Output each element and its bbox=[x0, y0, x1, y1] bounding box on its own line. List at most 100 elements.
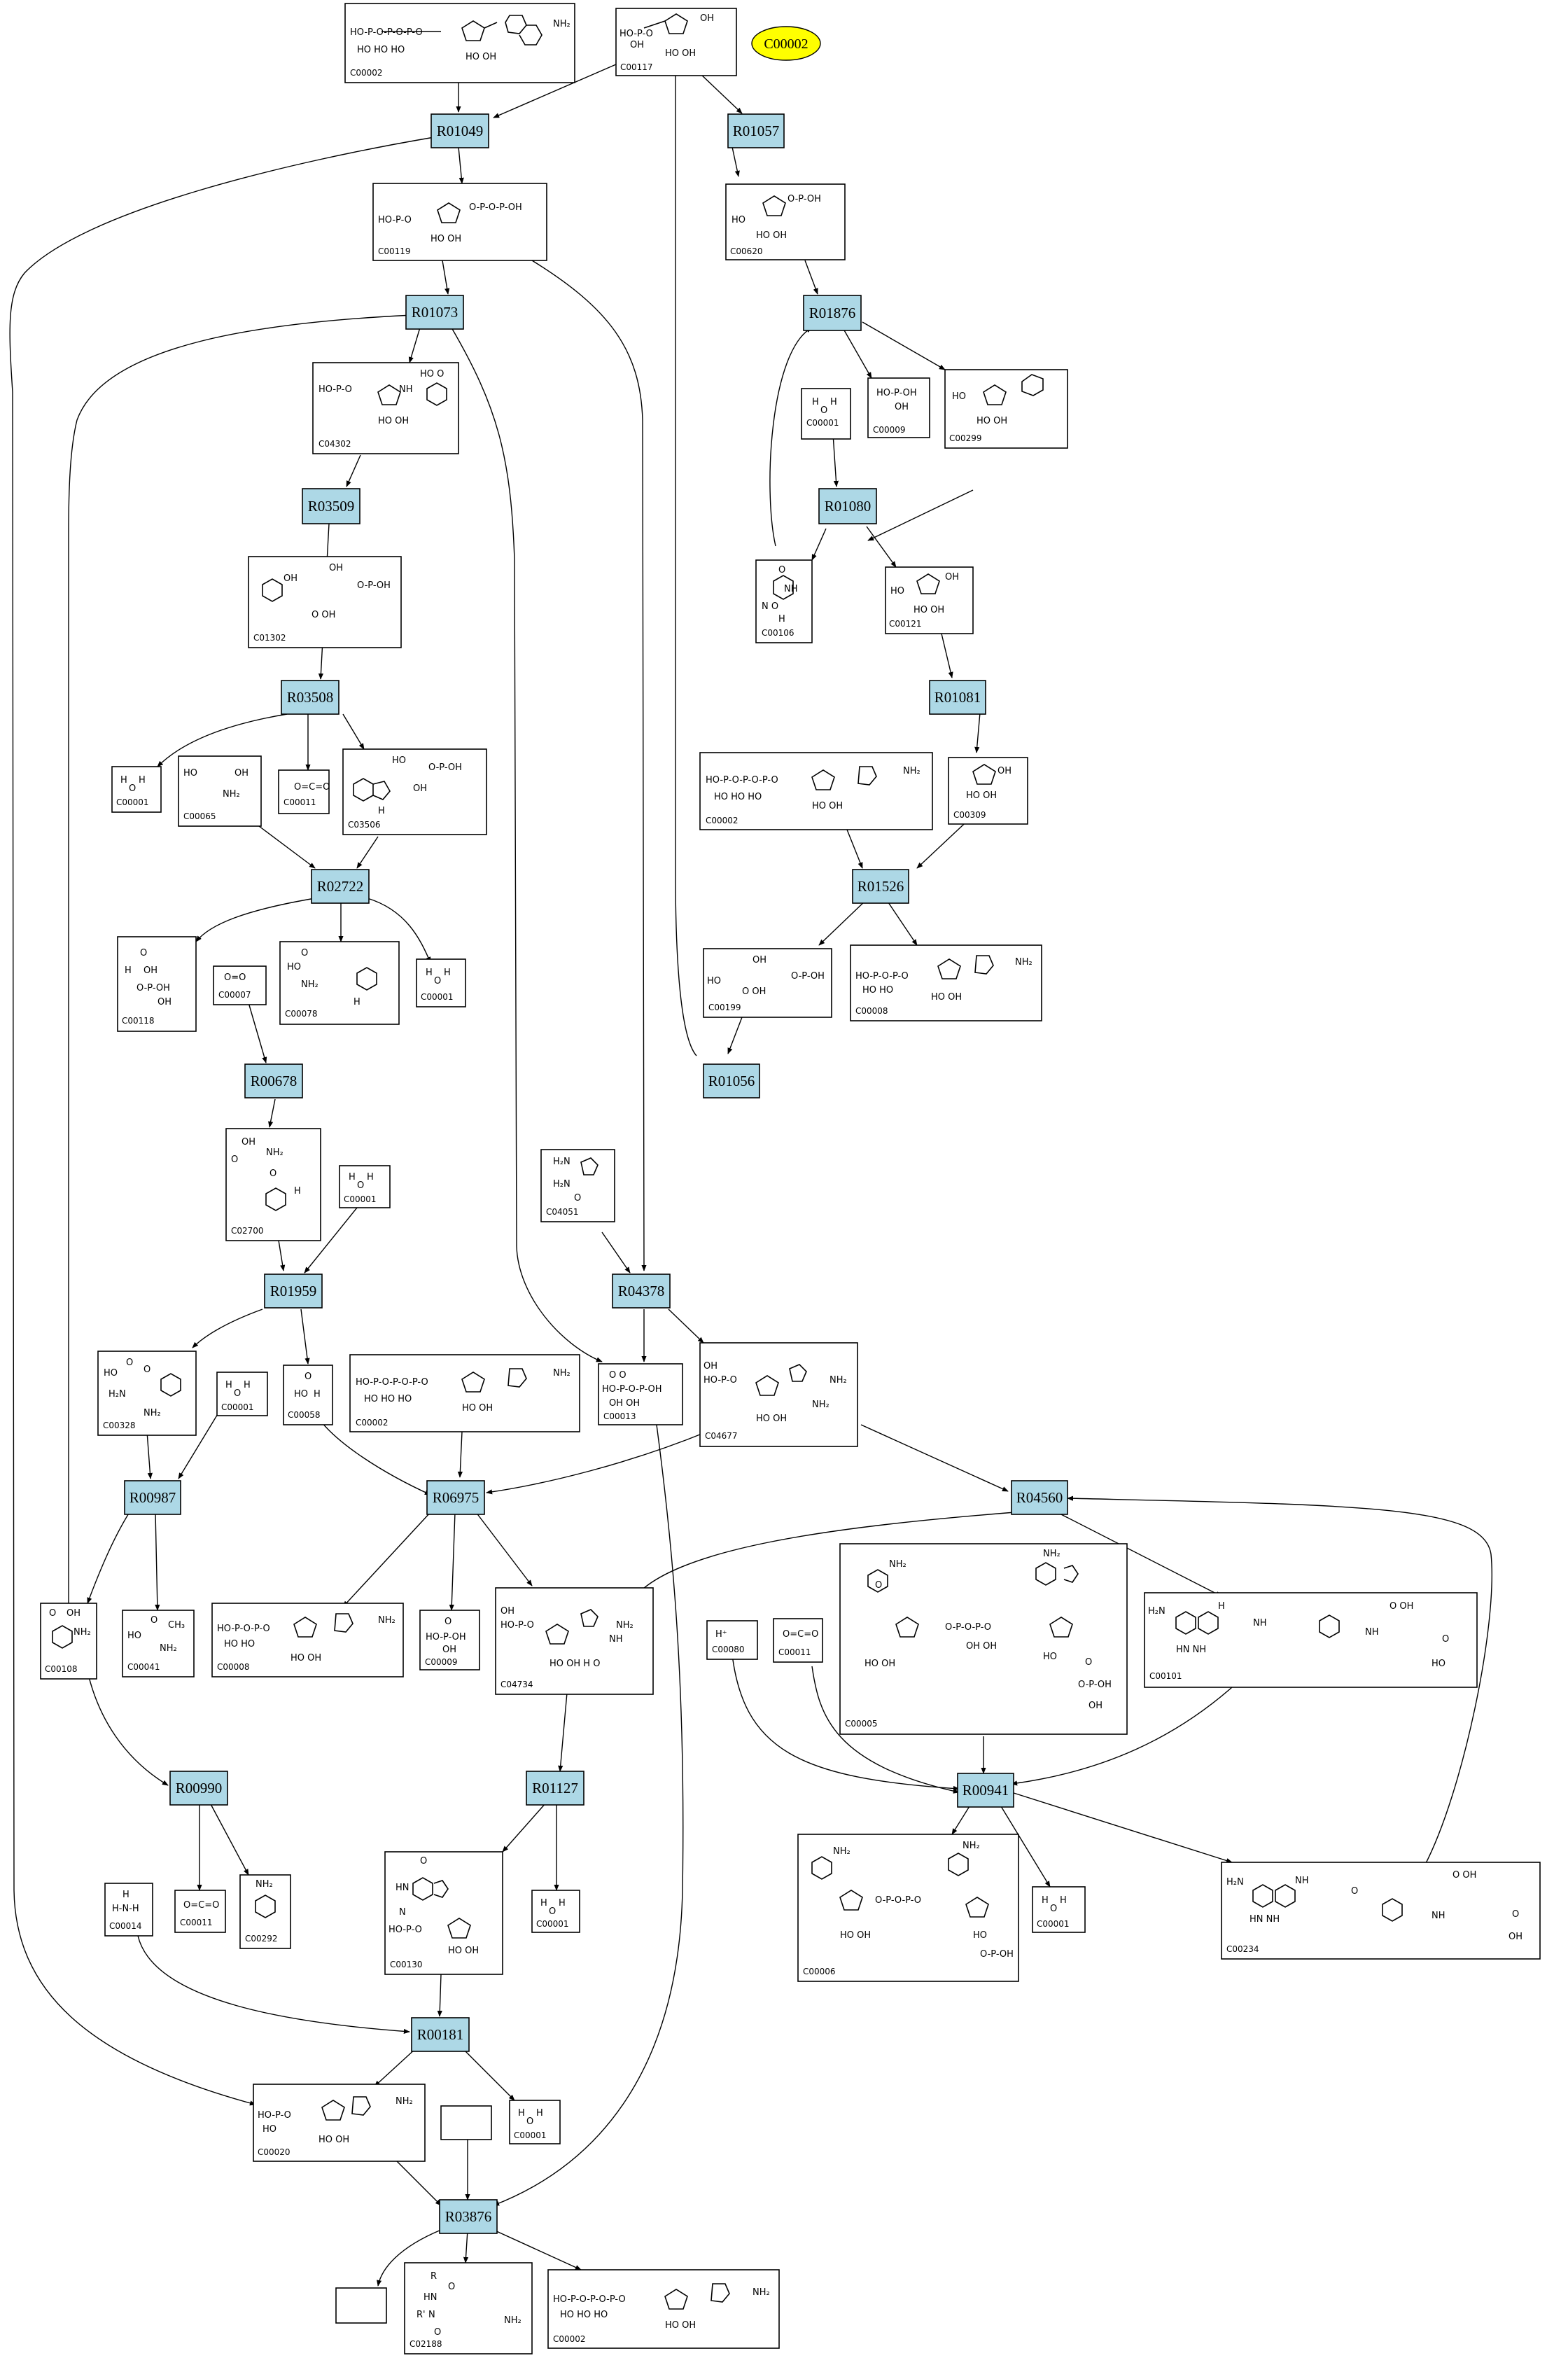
edge bbox=[342, 1512, 431, 1607]
compound-c-nh3[interactable]: HH-N-H C00014 bbox=[104, 1883, 153, 1937]
compound-id: C00002 bbox=[706, 816, 738, 825]
compound-c-h2o-b[interactable]: HOH C00001 bbox=[111, 766, 162, 813]
compound-c-top-atp[interactable]: HO-P-O-P-O-P-O HO HO HO NH₂ HO OH C00002 bbox=[344, 3, 575, 83]
svg-text:O=C=O: O=C=O bbox=[294, 782, 330, 793]
compound-c-empty-a[interactable] bbox=[440, 2105, 492, 2140]
reaction-r02722[interactable]: R02722 bbox=[311, 869, 370, 904]
compound-c-c03506[interactable]: HOO-P-OH OHH C03506 bbox=[342, 748, 487, 835]
compound-c-atp-bottom[interactable]: HO-P-O-P-O-P-O HO HO HO NH₂ HO OH C00002 bbox=[547, 2269, 780, 2349]
compound-c-adp[interactable]: HO-P-O-P-O HO HO NH₂ HO OH C00008 bbox=[850, 944, 1042, 1021]
reaction-r00990[interactable]: R00990 bbox=[169, 1771, 228, 1806]
reaction-r01057[interactable]: R01057 bbox=[727, 113, 785, 148]
compound-c-c00299[interactable]: HO HO OH C00299 bbox=[944, 369, 1068, 449]
compound-c-amp[interactable]: HO-P-OHO NH₂ HO OH C00020 bbox=[253, 2084, 426, 2162]
highlight-compound-oval[interactable]: C00002 bbox=[751, 26, 821, 61]
reaction-r04378[interactable]: R04378 bbox=[612, 1274, 671, 1309]
compound-c-h-plus[interactable]: H⁺ C00080 bbox=[706, 1620, 758, 1660]
svg-text:O: O bbox=[301, 948, 308, 958]
compound-c-aniline[interactable]: NH₂ C00292 bbox=[239, 1874, 291, 1949]
edge bbox=[951, 1806, 970, 1835]
reaction-r01049[interactable]: R01049 bbox=[430, 113, 489, 148]
atp-structure-icon bbox=[461, 1368, 527, 1393]
compound-c-ppi[interactable]: O O HO-P-O-P-OH OH OH C00013 bbox=[598, 1363, 683, 1425]
reaction-r06975[interactable]: R06975 bbox=[426, 1480, 485, 1515]
reaction-r01876[interactable]: R01876 bbox=[803, 295, 862, 331]
compound-c-h2o-e[interactable]: HOH C00001 bbox=[216, 1372, 268, 1416]
reaction-r01127[interactable]: R01127 bbox=[526, 1771, 584, 1806]
compound-c-empty-b[interactable] bbox=[335, 2287, 387, 2324]
compound-c-h2o-d[interactable]: HOH C00001 bbox=[339, 1165, 391, 1208]
compound-c-pi-b[interactable]: OHO-P-OH OH C00009 bbox=[419, 1610, 480, 1670]
compound-c-c00118[interactable]: OH OHO-P-OH OH C00118 bbox=[117, 936, 197, 1032]
reaction-r00181[interactable]: R00181 bbox=[411, 2017, 470, 2052]
compound-c-ribose5p[interactable]: HO-P-O O-P-O-P-OH HO OH C00119 bbox=[372, 183, 547, 261]
compound-id: C00001 bbox=[536, 1919, 569, 1929]
compound-c-o2[interactable]: O=O C00007 bbox=[213, 965, 267, 1005]
amp-structure-icon bbox=[321, 2096, 371, 2121]
thf-structure-icon bbox=[1175, 1611, 1340, 1638]
compound-c-co2-c[interactable]: O=C=O C00011 bbox=[174, 1890, 226, 1933]
edge bbox=[475, 1512, 533, 1586]
compound-c-h2o-a[interactable]: HOH C00001 bbox=[801, 388, 851, 440]
compound-c-prpp-top[interactable]: HO-P-O OH OH HO OH C00117 bbox=[615, 8, 737, 76]
reaction-r03508[interactable]: R03508 bbox=[281, 680, 340, 715]
reaction-r01073[interactable]: R01073 bbox=[405, 295, 464, 330]
svg-text:R03509: R03509 bbox=[308, 498, 355, 515]
svg-text:O-P-OH: O-P-OH bbox=[428, 762, 462, 773]
svg-text:H⁺: H⁺ bbox=[715, 1629, 727, 1640]
compound-c-c04302[interactable]: HO-P-O HO O NH HO OH C04302 bbox=[312, 362, 459, 454]
compound-id: C03506 bbox=[348, 820, 381, 830]
compound-c-co2-b[interactable]: O=C=O C00011 bbox=[773, 1618, 823, 1663]
compound-c-uracil[interactable]: ONH N OH C00106 bbox=[755, 559, 813, 643]
reaction-r01056[interactable]: R01056 bbox=[703, 1063, 760, 1098]
reaction-r00941[interactable]: R00941 bbox=[957, 1773, 1014, 1808]
reaction-r01959[interactable]: R01959 bbox=[264, 1274, 323, 1309]
reaction-r01526[interactable]: R01526 bbox=[852, 869, 909, 904]
edge bbox=[769, 327, 813, 547]
reaction-r00987[interactable]: R00987 bbox=[124, 1480, 181, 1515]
compound-c-h2o-c[interactable]: HOH C00001 bbox=[416, 958, 466, 1007]
compound-id: C00001 bbox=[514, 2130, 547, 2140]
compound-id: C01302 bbox=[253, 633, 286, 643]
compound-id: C02700 bbox=[231, 1226, 264, 1236]
compound-c-co2-a[interactable]: O=C=O C00011 bbox=[278, 769, 330, 814]
compound-c-h2o-f[interactable]: HOH C00001 bbox=[531, 1890, 580, 1933]
compound-id: C00117 bbox=[620, 62, 653, 72]
reaction-r03876[interactable]: R03876 bbox=[439, 2199, 498, 2234]
compound-c-h2o-g[interactable]: HOH C00001 bbox=[1032, 1886, 1086, 1933]
reaction-r01081[interactable]: R01081 bbox=[929, 680, 986, 715]
compound-c-h2o-h[interactable]: HOH C00001 bbox=[509, 2100, 561, 2144]
highlight-label: C00002 bbox=[764, 36, 808, 52]
compound-id: C00020 bbox=[258, 2147, 290, 2157]
reaction-r03509[interactable]: R03509 bbox=[302, 488, 360, 524]
reaction-r04560[interactable]: R04560 bbox=[1011, 1480, 1068, 1515]
reaction-r01080[interactable]: R01080 bbox=[818, 488, 877, 524]
compound-c-ribose-r[interactable]: O-P-OH HO HO OH C00620 bbox=[725, 183, 846, 260]
svg-text:H: H bbox=[349, 1172, 356, 1183]
compound-c-adp-low[interactable]: HO-P-O-P-O HO HO NH₂ HO OH C00008 bbox=[211, 1603, 404, 1677]
compound-c-imp[interactable]: OHN NHO-P-O HO OH C00130 bbox=[384, 1851, 503, 1975]
compound-c-atp-mid[interactable]: HO-P-O-P-O-P-O HO HO HO NH₂ HO OH C00002 bbox=[699, 752, 933, 830]
reaction-r00678[interactable]: R00678 bbox=[244, 1063, 303, 1098]
compound-c-atp-low[interactable]: HO-P-O-P-O-P-O HO HO HO NH₂ HO OH C00002 bbox=[349, 1354, 580, 1432]
